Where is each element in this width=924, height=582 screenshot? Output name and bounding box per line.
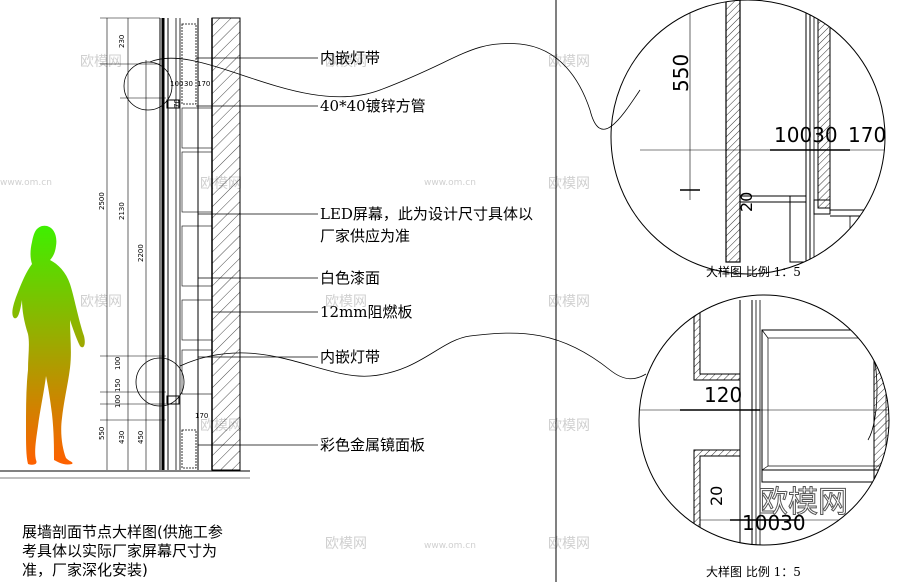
watermark: 欧模网	[325, 536, 367, 552]
dimension-lines	[100, 17, 166, 470]
leader-lines	[149, 43, 647, 446]
floor-line	[0, 470, 250, 479]
watermark: 欧模网	[548, 536, 590, 552]
detail-circle-top: 550 10030 170 20 大样图 比例 1：5	[610, 0, 886, 279]
dim-2500: 2500	[98, 192, 106, 210]
callout-labels: 内嵌灯带 40*40镀锌方管 LED屏幕，此为设计尺寸具体以 厂家供应为准 白色…	[320, 49, 533, 454]
detail-dim-100b: 10030	[742, 511, 806, 535]
callout-inlay-light-strip: 内嵌灯带	[320, 49, 380, 67]
callout-led-screen-line2: 厂家供应为准	[320, 227, 410, 245]
callout-inlay-light-strip-2: 内嵌灯带	[320, 348, 380, 366]
dim-70: 70	[173, 99, 181, 108]
callout-fire-board: 12mm阻燃板	[320, 303, 413, 321]
callout-steel-tube: 40*40镀锌方管	[320, 97, 426, 115]
dim-100b: 100	[114, 357, 122, 370]
detail-dim-20b: 20	[707, 486, 726, 506]
watermark-url: www.om.cn	[424, 178, 476, 188]
human-figure-icon	[12, 225, 85, 465]
title-line-3: 准，厂家深化安装)	[22, 561, 148, 579]
watermark-layer: 欧模网 欧模网 欧模网 欧模网 欧模网 欧模网 欧模网 欧模网 欧模网 欧模网 …	[0, 54, 590, 552]
wall-section	[123, 17, 241, 471]
detail-dim-170: 170	[848, 123, 886, 147]
watermark-url: www.om.cn	[0, 178, 52, 188]
dim-450: 450	[137, 431, 145, 444]
watermark: 欧模网	[325, 54, 367, 70]
watermark: 欧模网	[80, 54, 122, 70]
watermark-logo: 欧模网	[758, 485, 848, 520]
detail-caption-top: 大样图 比例 1：5	[706, 264, 801, 279]
callout-metal-mirror-panel: 彩色金属镜面板	[320, 436, 425, 454]
detail-caption-bottom: 大样图 比例 1：5	[706, 564, 801, 579]
detail-dim-550: 550	[669, 54, 693, 92]
dim-150: 150	[114, 379, 122, 392]
title-line-2: 考具体以实际厂家屏幕尺寸为	[22, 542, 217, 560]
watermark: 欧模网	[548, 418, 590, 434]
dim-2200: 2200	[137, 244, 145, 262]
detail-dim-20: 20	[737, 192, 756, 212]
dim-100c: 100	[114, 395, 122, 408]
watermark: 欧模网	[548, 294, 590, 310]
dim-100: 100	[170, 80, 183, 88]
dim-230: 230	[118, 35, 126, 48]
title-line-1: 展墙剖面节点大样图(供施工参	[22, 523, 223, 541]
dim-30: 30	[184, 80, 193, 88]
watermark: 欧模网	[548, 54, 590, 70]
detail-circle-bottom: 120 20 10030 大样图 比例 1：5	[638, 294, 890, 579]
detail-dim-120: 120	[704, 383, 742, 407]
watermark: 欧模网	[80, 294, 122, 310]
detail-dim-100: 10030	[774, 123, 838, 147]
callout-led-screen: LED屏幕，此为设计尺寸具体以	[320, 205, 533, 223]
dim-2130: 2130	[118, 202, 126, 220]
dim-550: 550	[98, 427, 106, 440]
watermark-url: www.om.cn	[424, 541, 476, 551]
dimension-texts-left: 230 2500 2130 2200 550 430 450 100 30 17…	[98, 35, 210, 444]
callout-white-paint: 白色漆面	[320, 269, 380, 287]
drawing-title: 展墙剖面节点大样图(供施工参 考具体以实际厂家屏幕尺寸为 准，厂家深化安装)	[22, 523, 223, 579]
dim-170b: 170	[195, 412, 208, 420]
dim-170: 170	[197, 80, 210, 88]
dim-430: 430	[118, 431, 126, 444]
watermark: 欧模网	[548, 176, 590, 192]
watermark: 欧模网	[325, 294, 367, 310]
